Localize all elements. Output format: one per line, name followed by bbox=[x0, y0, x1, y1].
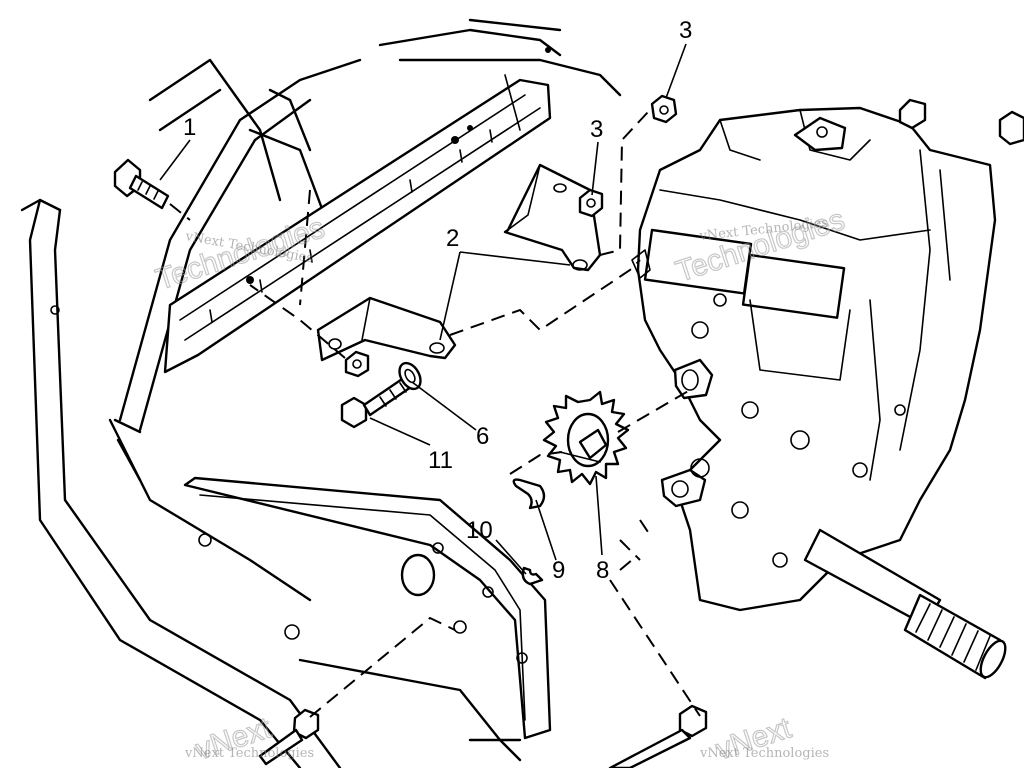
callout-labels: 1 2 3 3 6 8 9 10 11 bbox=[183, 17, 692, 584]
callout-2: 2 bbox=[446, 225, 459, 252]
callout-11: 11 bbox=[428, 447, 453, 474]
callout-3-top: 3 bbox=[679, 17, 692, 44]
nut-lower-bracket bbox=[344, 350, 370, 378]
clip-9 bbox=[512, 478, 546, 510]
callout-1: 1 bbox=[183, 114, 196, 141]
callout-8: 8 bbox=[596, 557, 609, 584]
leader-lines bbox=[159, 43, 687, 575]
bracket-lower bbox=[316, 296, 457, 362]
nut-right-edge bbox=[998, 110, 1024, 146]
callout-10: 10 bbox=[466, 517, 493, 544]
callout-3-bracket: 3 bbox=[590, 116, 603, 143]
frame-assembly bbox=[20, 18, 622, 768]
callout-9: 9 bbox=[552, 557, 565, 584]
output-shaft bbox=[803, 528, 1007, 680]
clip-10 bbox=[521, 566, 544, 586]
callout-6: 6 bbox=[476, 423, 489, 450]
lower-bolt-left bbox=[258, 708, 320, 766]
watermark-text-6: vNext Technologies bbox=[184, 746, 314, 761]
watermark-text-8: vNext Technologies bbox=[699, 746, 829, 761]
sprocket-8 bbox=[542, 390, 630, 486]
rail-slot-marks bbox=[209, 125, 493, 323]
nut-3-bracket bbox=[578, 188, 604, 218]
assembly-guide-lines bbox=[249, 111, 701, 718]
bracket-upper bbox=[503, 163, 602, 272]
nut-3-top bbox=[650, 94, 678, 124]
transmission-housing bbox=[631, 98, 997, 612]
lower-bolt-right bbox=[608, 704, 708, 768]
washer-6 bbox=[398, 361, 422, 391]
bolt-1 bbox=[113, 158, 191, 221]
